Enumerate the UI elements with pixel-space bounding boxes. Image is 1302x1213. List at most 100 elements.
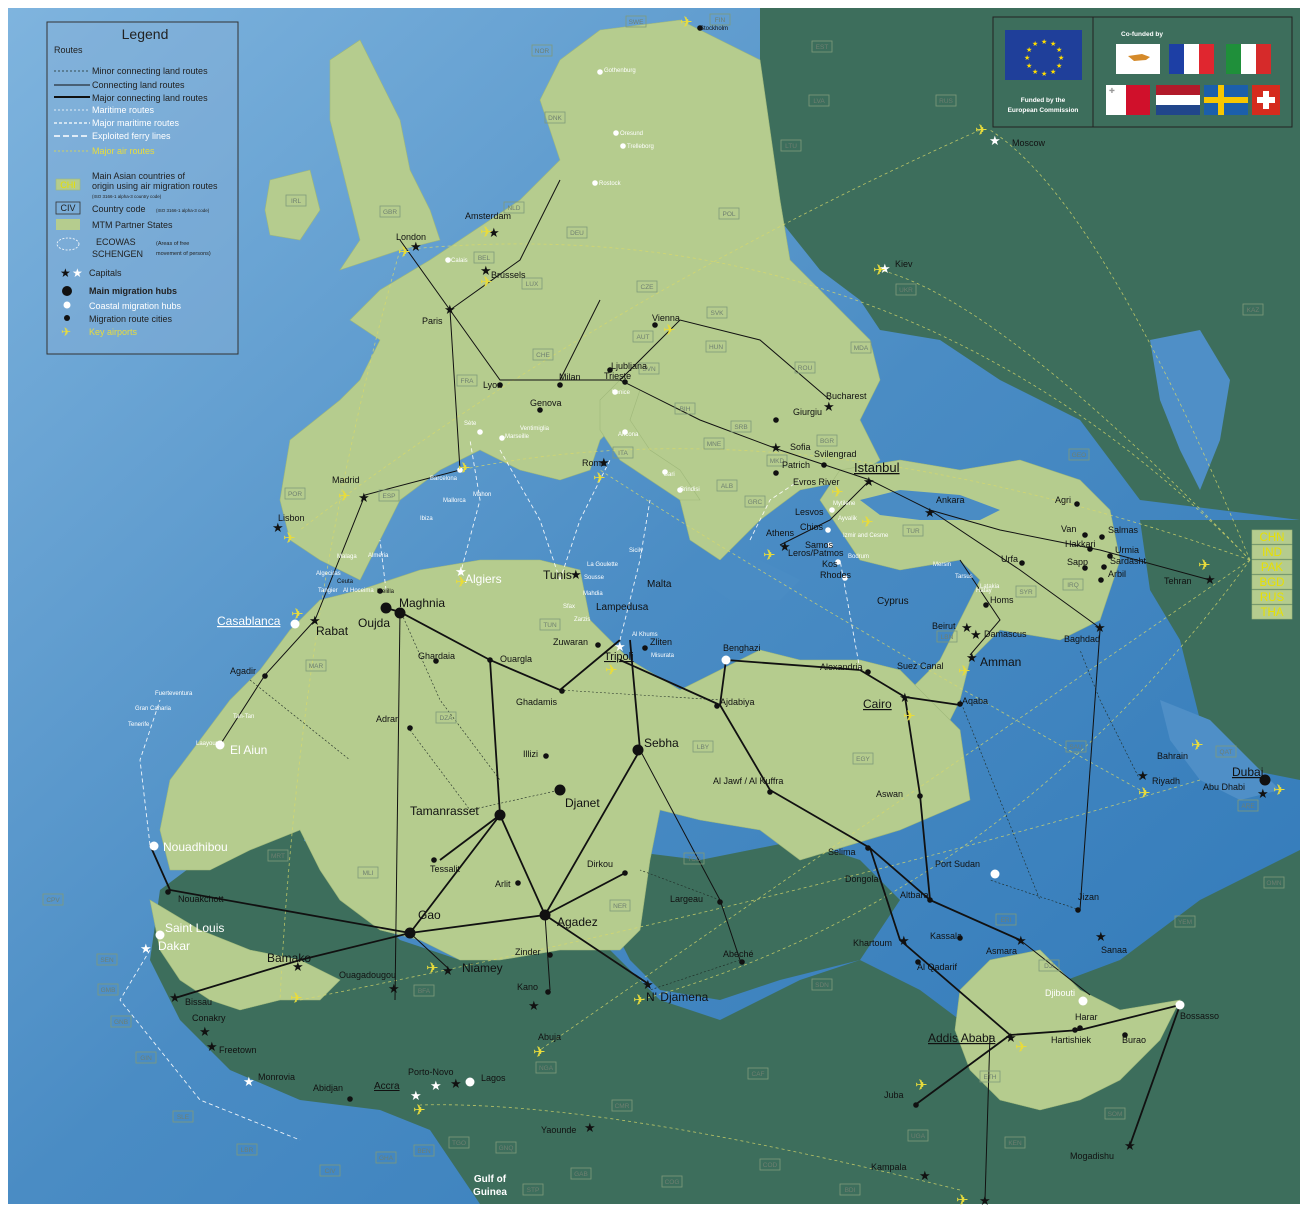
city-brindisi: Brindisi <box>677 487 700 493</box>
hub-label: El Aiun <box>230 743 267 757</box>
country-code-text: TGO <box>452 1140 466 1147</box>
country-code-text: MNE <box>707 441 722 448</box>
city-jizan: Jizan <box>1075 892 1099 913</box>
country-code-bih: BIH <box>674 402 696 415</box>
hub-label: Addis Ababa <box>928 1031 996 1045</box>
partner-states-land <box>149 19 1181 1111</box>
route-city-dot <box>1074 501 1080 507</box>
capital-star-icon: ★ <box>1124 1138 1136 1153</box>
cofunded-label: Co-funded by <box>1121 31 1163 38</box>
legend-ecowas-line1: ECOWAS <box>96 237 136 247</box>
country-code-box <box>638 362 660 375</box>
legend-airport-icon: ✈ <box>61 325 71 339</box>
hub-label: Niamey <box>462 961 503 975</box>
country-code-text: BFA <box>418 988 431 995</box>
airport-icon: ✈ <box>593 470 606 487</box>
main-hub-dot <box>1259 774 1271 786</box>
country-code-text: GRC <box>748 499 763 506</box>
country-code-box <box>570 1167 592 1180</box>
legend-country-code: Country code <box>92 204 146 214</box>
hub-djibouti: Djibouti <box>1045 988 1088 1006</box>
country-code-stp: STP <box>522 1183 544 1196</box>
city-label: Suez Canal <box>897 661 944 671</box>
hub-lagos: Lagos <box>465 1073 506 1087</box>
city-label: Kassala <box>930 931 962 941</box>
hub-nouadhibou: Nouadhibou <box>149 840 228 854</box>
route-city-dot <box>913 1102 919 1108</box>
city-sfax: Sfax <box>563 604 575 610</box>
legend-mtm-label: MTM Partner States <box>92 220 173 230</box>
country-code-caf: CAF <box>747 1067 769 1080</box>
airport-icon: ✈ <box>480 274 493 291</box>
country-code-ita: ITA <box>612 446 634 459</box>
hub-label: Algiers <box>465 572 502 586</box>
country-code-box <box>1068 448 1090 461</box>
capital-label: Riyadh <box>1152 776 1180 786</box>
legend-item-major-maritime: Major maritime routes <box>92 118 180 128</box>
asian-code-rus: RUS <box>1251 589 1293 605</box>
city-label: Tenerife <box>128 722 150 728</box>
city-label: Agri <box>1055 495 1071 505</box>
svg-text:★: ★ <box>1026 46 1032 54</box>
country-code-box <box>97 983 119 996</box>
country-code-tgo: TGO <box>448 1136 470 1149</box>
country-code-box <box>305 659 327 672</box>
capital-label: Conakry <box>192 1013 226 1023</box>
country-code-nga: NGA <box>535 1061 557 1074</box>
country-code-box <box>473 251 495 264</box>
city-label: Illizi <box>523 749 538 759</box>
capital-star-icon: ★ <box>480 263 492 278</box>
coastal-hub-dot <box>1078 996 1088 1006</box>
capital-star-icon: ★ <box>614 639 626 654</box>
country-code-text: DEU <box>570 230 584 237</box>
airport-icon: ✈ <box>283 530 296 547</box>
city-label: Mahon <box>473 492 491 498</box>
capital-bissau: ★Bissau <box>169 990 212 1007</box>
city-label: Lyon <box>483 380 502 390</box>
capital-ouagadougou: ★Ouagadougou <box>339 970 400 996</box>
country-code-box <box>747 1067 769 1080</box>
city-aqaba: Aqaba <box>957 696 988 707</box>
country-code-text: GIN <box>140 1055 152 1062</box>
country-code-lby: LBY <box>692 740 714 753</box>
svg-text:★: ★ <box>1056 46 1062 54</box>
capital-asmara: ★Asmara <box>986 933 1027 956</box>
city-label: Adrar <box>376 714 398 724</box>
city-label: Hatay <box>976 588 992 594</box>
capital-star-icon: ★ <box>584 1120 596 1135</box>
capital-ankara: ★Ankara <box>924 495 965 520</box>
country-code-box <box>1237 799 1259 812</box>
route-city-dot <box>915 959 921 965</box>
route-city-dot <box>487 657 493 663</box>
capital-label: Mogadishu <box>1070 1151 1114 1161</box>
city-label: Burao <box>1122 1035 1146 1045</box>
country-code-pol: POL <box>718 207 740 220</box>
route-city-dot <box>842 575 848 581</box>
city-label: Tan-Tan <box>233 714 254 720</box>
asian-code-box <box>1251 544 1293 560</box>
city-bodrum: Bodrum <box>848 554 869 560</box>
gulf-of-guinea-line2: Guinea <box>473 1187 507 1198</box>
city-sardasht: Sardasht <box>1101 556 1147 570</box>
capital-freetown: ★Freetown <box>206 1039 257 1055</box>
city-label: Ventimiglia <box>520 426 550 432</box>
city-label: Aswan <box>876 789 903 799</box>
country-code-box <box>1038 959 1060 972</box>
country-code-gbr: GBR <box>379 205 401 218</box>
city-ab-ch-: Abéché <box>723 949 754 965</box>
north-africa <box>159 559 971 961</box>
svg-text:★: ★ <box>1041 70 1047 78</box>
hub-maghnia: Maghnia <box>394 596 445 619</box>
capital-amman: ★ <box>966 650 978 665</box>
country-code-text: DNK <box>548 115 562 122</box>
country-code-sdn: SDN <box>811 978 833 991</box>
city-rostock: Rostock <box>592 180 622 187</box>
hub-label: Maghnia <box>399 596 445 610</box>
route-city-dot <box>773 470 779 476</box>
airport-icon: ✈ <box>413 1102 426 1119</box>
hub-label: Oujda <box>358 616 390 630</box>
city-sicily: Sicily <box>629 548 643 554</box>
city-label: Arlit <box>495 879 511 889</box>
city-label: Latakia <box>980 584 1000 590</box>
city-agri: Agri <box>1055 495 1080 507</box>
